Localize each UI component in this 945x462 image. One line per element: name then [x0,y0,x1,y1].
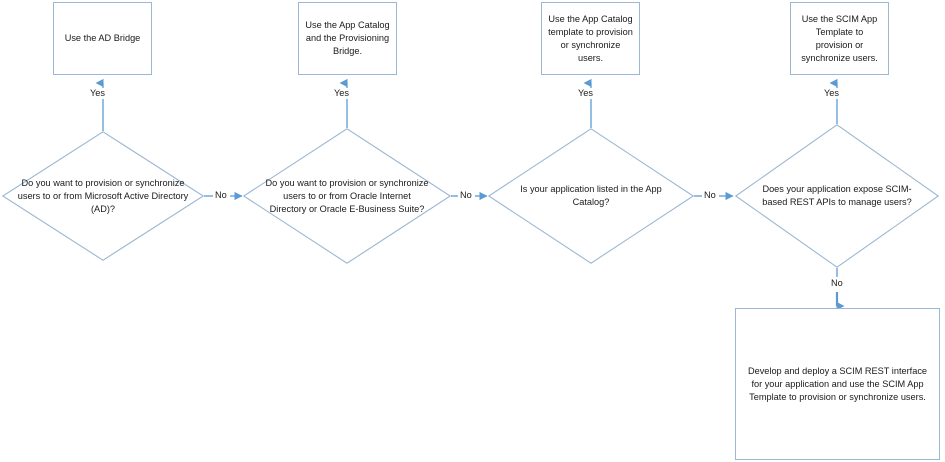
decision-diamond-active-directory[interactable]: Do you want to provision or synchronize … [1,131,205,261]
outcome-box-app-catalog-provisioning-bridge[interactable]: Use the App Catalog and the Provisioning… [298,2,397,75]
edge-label-yes-1: Yes [89,88,106,99]
outcome-box-scim-app-template[interactable]: Use the SCIM App Template to provision o… [790,2,889,75]
edge-label-yes-3: Yes [577,88,594,99]
edge-label-yes-4: Yes [823,88,840,99]
edge-label-no-3: No [703,190,717,201]
edge-label-no-1: No [214,190,228,201]
diamond-shape-oracle-internet-directory [242,128,452,264]
outcome-text-app-catalog-template: Use the App Catalog template to provisio… [548,13,633,63]
edge-label-no-4: No [830,278,844,289]
outcome-text-develop-scim-rest-interface: Develop and deploy a SCIM REST interface… [747,365,928,402]
decision-diamond-app-catalog-listing[interactable]: Is your application listed in the App Ca… [487,128,695,264]
outcome-text-app-catalog-provisioning-bridge: Use the App Catalog and the Provisioning… [305,20,390,56]
outcome-text-scim-app-template: Use the SCIM App Template to provision o… [801,13,878,63]
outcome-box-app-catalog-template[interactable]: Use the App Catalog template to provisio… [541,2,640,75]
outcome-box-develop-scim-rest-interface[interactable]: Develop and deploy a SCIM REST interface… [735,308,940,460]
diamond-shape-app-catalog-listing [487,128,695,264]
decision-diamond-scim-rest-apis[interactable]: Does your application expose SCIM-based … [734,124,940,268]
outcome-text-ad-bridge: Use the AD Bridge [64,33,141,43]
outcome-box-ad-bridge[interactable]: Use the AD Bridge [53,2,152,75]
diamond-shape-scim-rest-apis [734,124,940,268]
decision-diamond-oracle-internet-directory[interactable]: Do you want to provision or synchronize … [242,128,452,264]
edge-label-no-2: No [459,190,473,201]
diamond-shape-active-directory [1,131,205,261]
edge-label-yes-2: Yes [333,88,350,99]
